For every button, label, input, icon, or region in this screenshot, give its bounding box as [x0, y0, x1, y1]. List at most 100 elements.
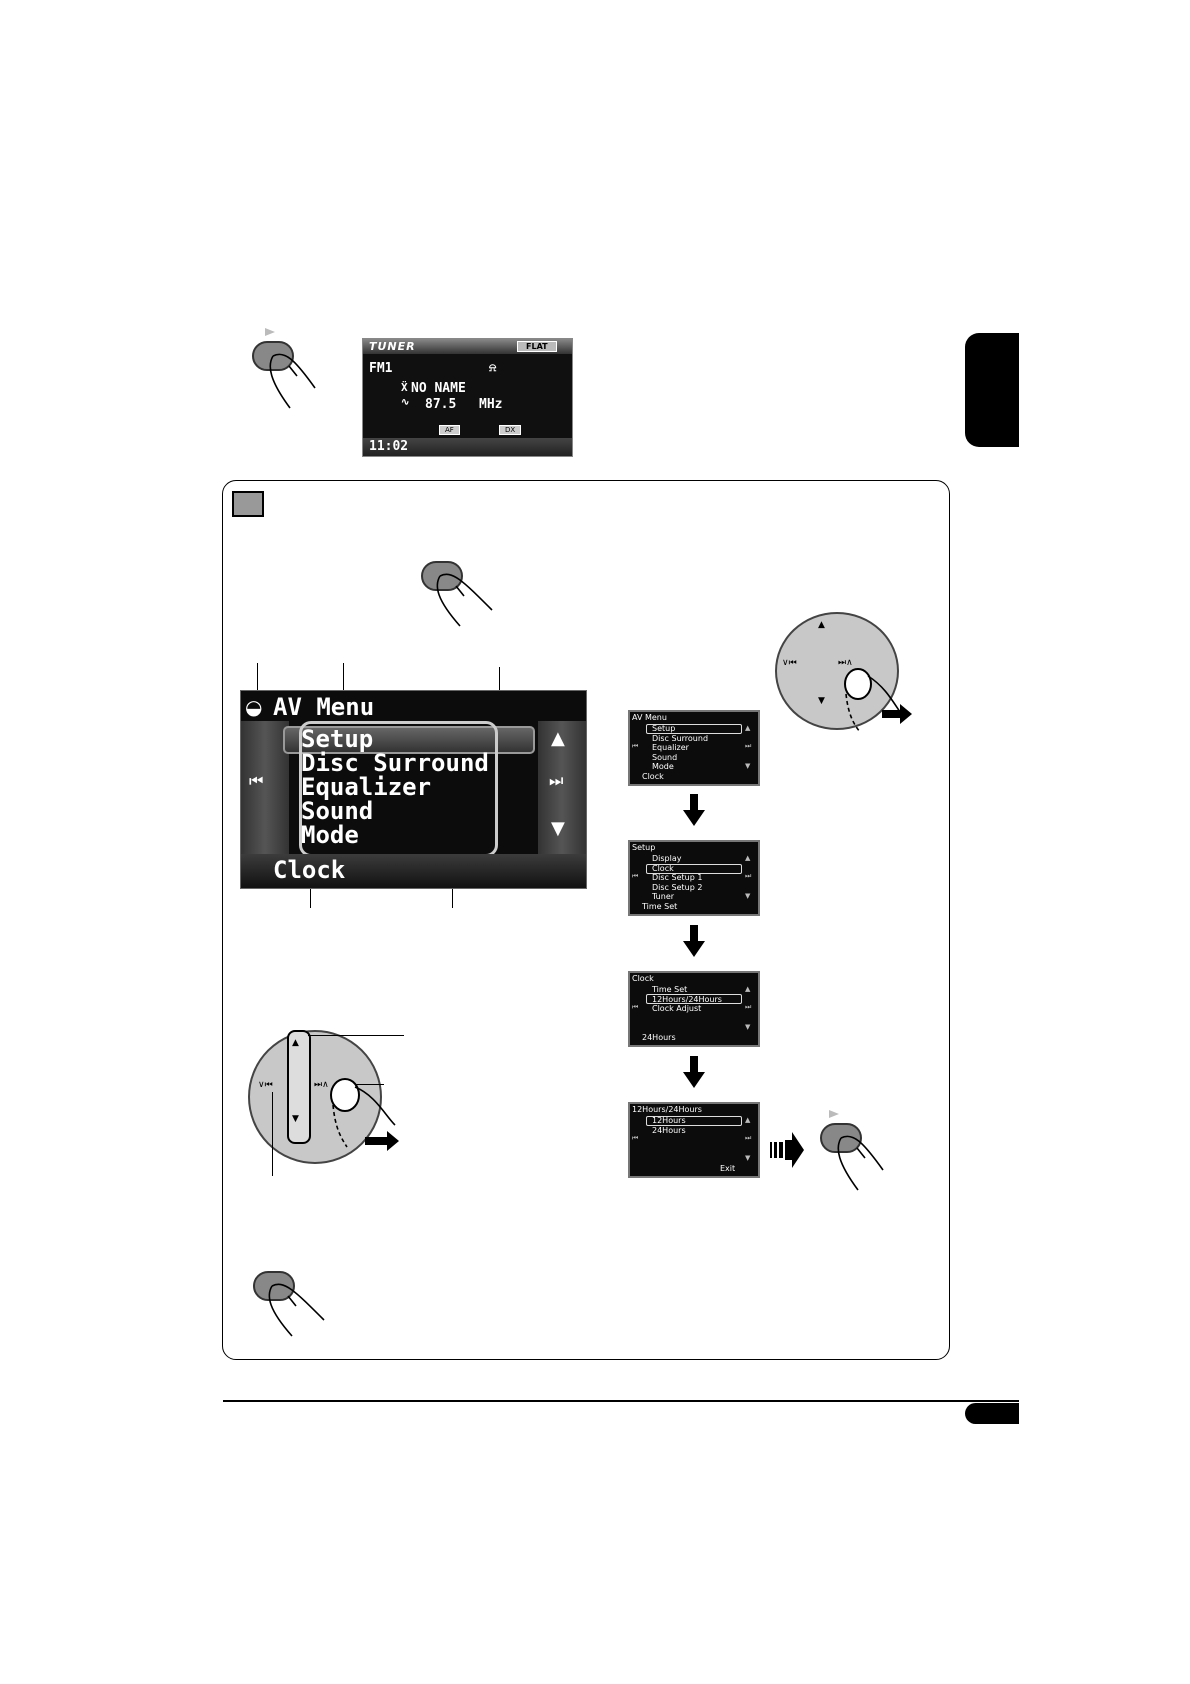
screen-title: AV Menu [632, 713, 667, 722]
section-marker-icon [232, 491, 264, 517]
screen-title: Setup [632, 843, 656, 852]
language-tab [965, 333, 1019, 447]
down-arrow-icon [683, 1056, 705, 1088]
menu-list: Setup Disc Surround Equalizer Sound Mode [301, 727, 489, 847]
list-item[interactable]: Equalizer [652, 743, 689, 753]
list-item[interactable]: Sound [652, 752, 678, 762]
callout-line [343, 663, 344, 691]
next-skip-icon: ⏭∧ [314, 1080, 329, 1090]
stereo-icon: ⍾ [489, 361, 497, 374]
prev-icon: ⏮ [632, 872, 639, 880]
list-item[interactable]: 12Hours/24Hours [652, 994, 722, 1004]
right-panel [538, 721, 586, 857]
prev-icon: ⏮ [632, 742, 639, 750]
signal-icon: ∿ [401, 397, 410, 408]
list-item[interactable]: Disc Setup 2 [652, 882, 703, 892]
menu-item[interactable]: Setup [301, 725, 374, 753]
next-skip-icon: ⏭∧ [838, 658, 853, 668]
next-icon: ⏭ [745, 1134, 752, 1142]
prev-skip-icon: ∨⏮ [782, 658, 797, 668]
band-label: FM1 [369, 361, 393, 376]
down-arrow-icon: ▼ [745, 762, 751, 770]
page-number-tab [965, 1403, 1019, 1424]
af-indicator: AF [439, 425, 460, 435]
down-arrow-icon [683, 794, 705, 826]
down-arrow-icon: ▼ [745, 892, 751, 900]
callout-line [308, 1035, 404, 1036]
list-item[interactable]: Disc Surround [652, 733, 709, 743]
screen-footer: 24Hours [642, 1033, 676, 1042]
menu-item[interactable]: Mode [301, 821, 359, 849]
up-arrow-icon: ▲ [745, 724, 751, 732]
exit-label[interactable]: Exit [720, 1164, 736, 1173]
selection-highlight [646, 864, 742, 874]
next-icon: ⏭ [745, 742, 752, 750]
frequency: 87.5 [425, 397, 457, 412]
screen-footer: Clock [642, 772, 664, 781]
menu-item[interactable]: Sound [301, 797, 374, 825]
up-arrow-icon: ▲ [745, 1116, 751, 1124]
clock-display: 11:02 [369, 439, 409, 454]
down-icon: ▼ [292, 1114, 299, 1124]
list-item[interactable]: Disc Setup 1 [652, 873, 703, 883]
button-press-icon [252, 328, 316, 409]
callout-line [257, 663, 258, 691]
callout-line [272, 1092, 273, 1176]
selection-highlight [646, 1116, 742, 1126]
list-item[interactable]: Display [652, 854, 682, 863]
next-icon: ⏭ [745, 872, 752, 880]
screen-footer: Time Set [642, 902, 678, 911]
disc-icon: ◒ [245, 695, 263, 719]
menu-item[interactable]: Disc Surround [301, 749, 489, 777]
prev-skip-icon: ∨⏮ [258, 1080, 273, 1090]
dx-indicator: DX [499, 425, 522, 435]
up-arrow-icon: ▲ [745, 854, 751, 862]
up-icon: ▲ [818, 620, 825, 630]
menu-item[interactable]: Equalizer [301, 773, 432, 801]
control-dial-right[interactable] [775, 612, 899, 730]
antenna-icon: Ẍ [401, 381, 408, 394]
list-item[interactable]: Mode [652, 762, 674, 772]
callout-line [340, 1084, 384, 1085]
list-item[interactable]: Clock Adjust [652, 1004, 702, 1014]
down-icon: ▼ [818, 696, 825, 706]
button-press-icon [820, 1110, 884, 1191]
callout-line [310, 870, 311, 908]
footer-bar [241, 854, 586, 888]
list-item[interactable]: Time Set [652, 985, 688, 994]
right-arrow-icon [770, 1132, 804, 1168]
av-menu-title: AV Menu [273, 693, 375, 721]
eq-badge: FLAT [517, 341, 557, 352]
list-item[interactable]: Tuner [652, 892, 675, 902]
list-item[interactable]: Clock [652, 863, 674, 873]
av-menu-screen: ◒ AV Menu ⏮ ▲ ⏭ ▼ Setup Disc Surround Eq… [240, 690, 587, 889]
next-icon: ⏭ [745, 1003, 752, 1011]
up-arrow-icon: ▲ [745, 985, 751, 993]
selection-highlight [646, 994, 742, 1004]
list-item[interactable]: 24Hours [652, 1125, 686, 1135]
list-item[interactable]: Setup [652, 724, 676, 733]
down-arrow-icon: ▼ [551, 818, 565, 839]
procedure-box [222, 480, 950, 1360]
screen-title: Clock [632, 974, 654, 983]
up-arrow-icon: ▲ [551, 728, 565, 749]
button-press-icon [253, 1271, 325, 1337]
tuner-bottom-bar [363, 438, 572, 456]
next-icon: ⏭ [549, 771, 564, 790]
left-panel [241, 721, 289, 857]
finger-push-icon [844, 668, 912, 733]
down-arrow-icon: ▼ [745, 1023, 751, 1031]
down-arrow-icon [683, 925, 705, 957]
up-down-rocker[interactable] [287, 1030, 311, 1144]
list-item[interactable]: 12Hours [652, 1116, 686, 1125]
screen-title: 12Hours/24Hours [632, 1105, 702, 1114]
menu-button-press-icon [421, 561, 493, 627]
